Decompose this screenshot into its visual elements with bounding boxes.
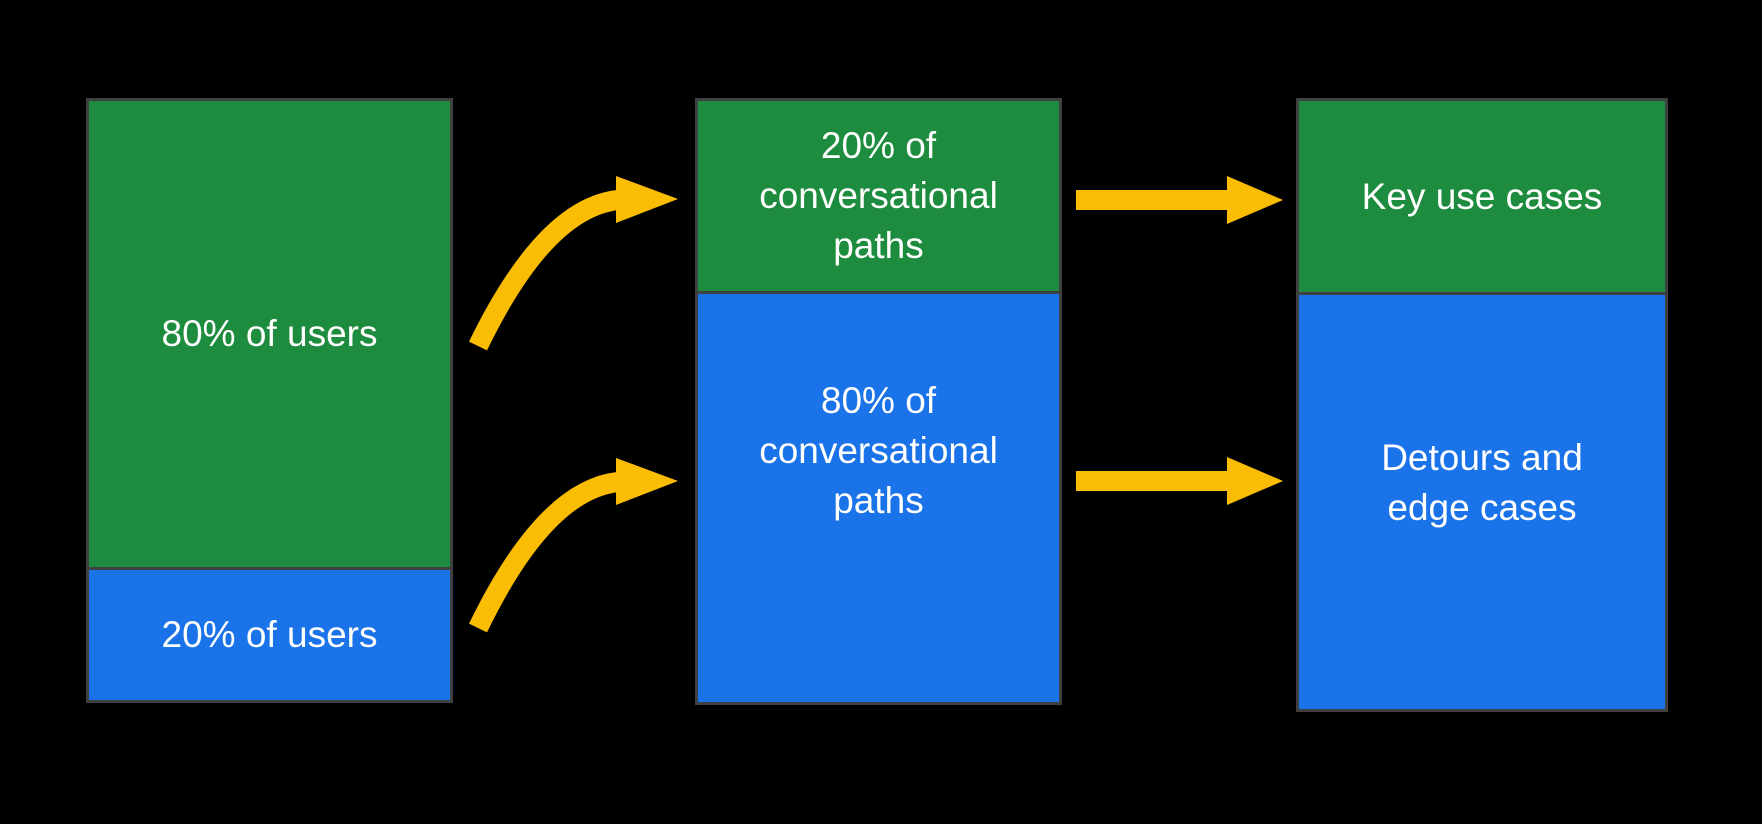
segment-label: 80% of users (161, 313, 378, 355)
curved-arrow-bottom-icon (469, 458, 678, 633)
users-bar: 80% of users 20% of users (86, 98, 453, 703)
segment-label: Key use cases (1361, 175, 1603, 217)
straight-arrow-top-icon (1076, 176, 1283, 224)
conversational-paths-bar: 20% of conversational paths 80% of conve… (695, 98, 1062, 705)
segment-label: 80% of conversational paths (759, 380, 998, 521)
segment-label: 20% of users (161, 614, 378, 656)
users-20-segment: 20% of users (89, 567, 450, 700)
straight-arrow-bottom-icon (1076, 457, 1283, 505)
segment-label: 20% of conversational paths (759, 125, 998, 266)
segment-label: Detours and edge cases (1381, 437, 1583, 528)
detours-edge-cases-segment: Detours and edge cases (1299, 292, 1665, 709)
paths-80-segment: 80% of conversational paths (698, 291, 1059, 702)
paths-20-segment: 20% of conversational paths (698, 101, 1059, 291)
outcomes-bar: Key use cases Detours and edge cases (1296, 98, 1668, 712)
users-80-segment: 80% of users (89, 101, 450, 567)
curved-arrow-top-icon (469, 176, 678, 351)
key-use-cases-segment: Key use cases (1299, 101, 1665, 292)
